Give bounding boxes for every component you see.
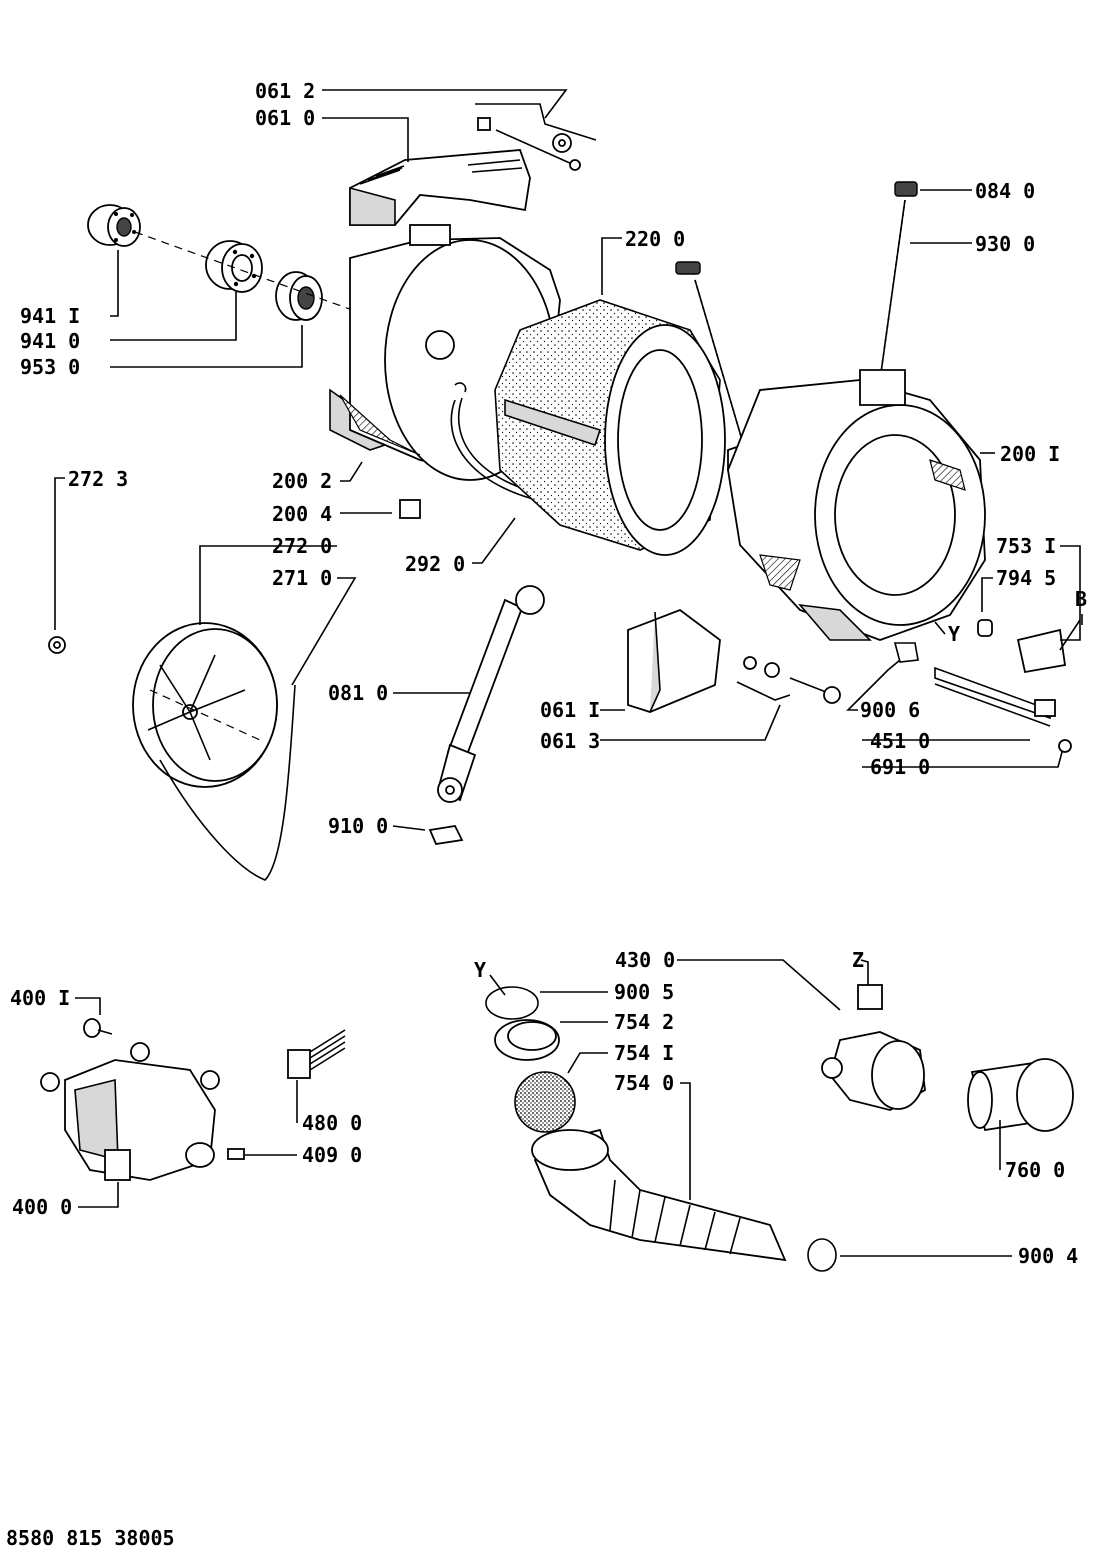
label-200-4: 200 4 — [272, 502, 332, 526]
label-z: Z — [852, 948, 864, 972]
heater-451-0 — [934, 666, 1056, 727]
label-081-0: 081 0 — [328, 681, 388, 705]
label-200-1: 200 I — [1000, 442, 1060, 466]
part-labels: 061 2 061 0 084 0 220 0 930 0 941 I 941 … — [10, 79, 1087, 1268]
label-271-0: 271 0 — [272, 566, 332, 590]
bolt-061-3 — [736, 656, 841, 704]
nut-272-3 — [48, 636, 66, 654]
bearing-941-1 — [87, 204, 141, 247]
label-061-2: 061 2 — [255, 79, 315, 103]
pulley-272-0 — [132, 622, 278, 788]
leader-lines — [54, 89, 1083, 1257]
hose-754-0 — [531, 1128, 787, 1262]
label-953-0: 953 0 — [20, 355, 80, 379]
label-910-0: 910 0 — [328, 814, 388, 838]
part-409-0 — [227, 1148, 245, 1160]
front-tub-200-1 — [727, 369, 986, 641]
label-754-2: 754 2 — [614, 1010, 674, 1034]
label-084-0: 084 0 — [975, 179, 1035, 203]
ring-754-2 — [494, 1019, 560, 1061]
label-753-1: 753 I — [996, 534, 1056, 558]
rod-support-061-2 — [475, 103, 597, 171]
label-400-0: 400 0 — [12, 1195, 72, 1219]
label-400-1: 400 I — [10, 986, 70, 1010]
bearing-941-0 — [205, 240, 263, 293]
filter-760-0 — [967, 1058, 1074, 1132]
clip-200-4 — [399, 499, 421, 519]
ball-754-1 — [514, 1071, 576, 1133]
drum-220-0 — [494, 299, 726, 556]
nut-691-0 — [1058, 739, 1072, 753]
part-794-5 — [977, 619, 993, 637]
label-941-0: 941 0 — [20, 329, 80, 353]
clip-910-0 — [428, 825, 464, 845]
sensor-753-1 — [1016, 619, 1081, 674]
shock-absorber-081-0 — [436, 585, 545, 803]
document-code: 8580 815 38005 — [6, 1526, 175, 1550]
bracket-061-1 — [627, 608, 721, 713]
motor-400-0 — [40, 1042, 220, 1181]
seal-953-0 — [275, 271, 323, 321]
label-754-1: 754 I — [614, 1041, 674, 1065]
label-272-3: 272 3 — [68, 467, 128, 491]
label-794-5: 794 5 — [996, 566, 1056, 590]
label-930-0: 930 0 — [975, 232, 1035, 256]
label-760-0: 760 0 — [1005, 1158, 1065, 1182]
label-941-1: 941 I — [20, 304, 80, 328]
label-451-0: 451 0 — [870, 729, 930, 753]
label-220-0: 220 0 — [625, 227, 685, 251]
label-061-3: 061 3 — [540, 729, 600, 753]
pump-430-0 — [821, 984, 926, 1111]
label-y-lower: Y — [474, 958, 486, 982]
clip-900-6 — [893, 642, 919, 663]
label-900-4: 900 4 — [1018, 1244, 1078, 1268]
label-b: B — [1075, 587, 1087, 611]
clamp-900-5 — [485, 986, 539, 1020]
label-409-0: 409 0 — [302, 1143, 362, 1167]
belt-271-0 — [159, 684, 296, 881]
counterweight-061-0 — [349, 149, 531, 226]
label-900-5: 900 5 — [614, 980, 674, 1004]
screw-400-1 — [83, 1018, 113, 1038]
label-y-upper: Y — [948, 622, 960, 646]
clamp-900-4 — [807, 1238, 837, 1272]
label-480-0: 480 0 — [302, 1111, 362, 1135]
label-430-0: 430 0 — [615, 948, 675, 972]
label-061-0: 061 0 — [255, 106, 315, 130]
label-061-1: 061 I — [540, 698, 600, 722]
label-691-0: 691 0 — [870, 755, 930, 779]
label-292-0: 292 0 — [405, 552, 465, 576]
spring-930-0 — [879, 181, 918, 381]
label-754-0: 754 0 — [614, 1071, 674, 1095]
label-900-6: 900 6 — [860, 698, 920, 722]
connector-480-0 — [287, 1029, 346, 1079]
label-200-2: 200 2 — [272, 469, 332, 493]
label-272-0: 272 0 — [272, 534, 332, 558]
